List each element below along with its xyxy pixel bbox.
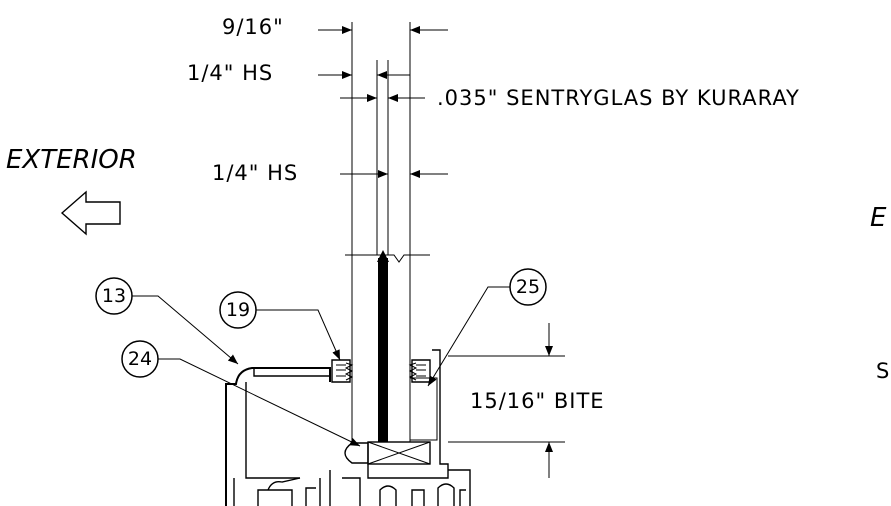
callout-13: 13 bbox=[95, 277, 133, 315]
callout-24: 24 bbox=[121, 340, 159, 378]
interlayer-label: .035" SENTRYGLAS BY KURARAY bbox=[437, 86, 800, 110]
structural-silicone-seal bbox=[409, 377, 438, 441]
callout-24-text: 24 bbox=[128, 348, 152, 370]
glass-thickness-label: 9/16" bbox=[222, 15, 284, 39]
inner-lite-label: 1/4" HS bbox=[212, 161, 298, 185]
callout-leaders bbox=[132, 286, 510, 447]
callout-19-text: 19 bbox=[226, 299, 250, 321]
frame-extrusion bbox=[225, 349, 471, 506]
right-edge-letter-s: S bbox=[876, 359, 890, 383]
outer-lite-label: 1/4" HS bbox=[187, 61, 273, 85]
left-arrow-icon bbox=[60, 190, 121, 236]
exterior-gasket bbox=[331, 359, 354, 383]
laminated-glass-unit bbox=[345, 250, 430, 442]
dimension-arrows bbox=[318, 26, 565, 478]
exterior-label: EXTERIOR bbox=[6, 145, 137, 175]
glass-extension-lines bbox=[351, 22, 411, 255]
bite-label: 15/16" BITE bbox=[470, 389, 605, 413]
callout-25: 25 bbox=[509, 268, 547, 306]
callout-13-text: 13 bbox=[102, 285, 126, 307]
callout-25-text: 25 bbox=[516, 276, 540, 298]
right-edge-letter-e: E bbox=[870, 203, 887, 233]
callout-19: 19 bbox=[219, 291, 257, 329]
interior-gasket bbox=[408, 359, 431, 383]
